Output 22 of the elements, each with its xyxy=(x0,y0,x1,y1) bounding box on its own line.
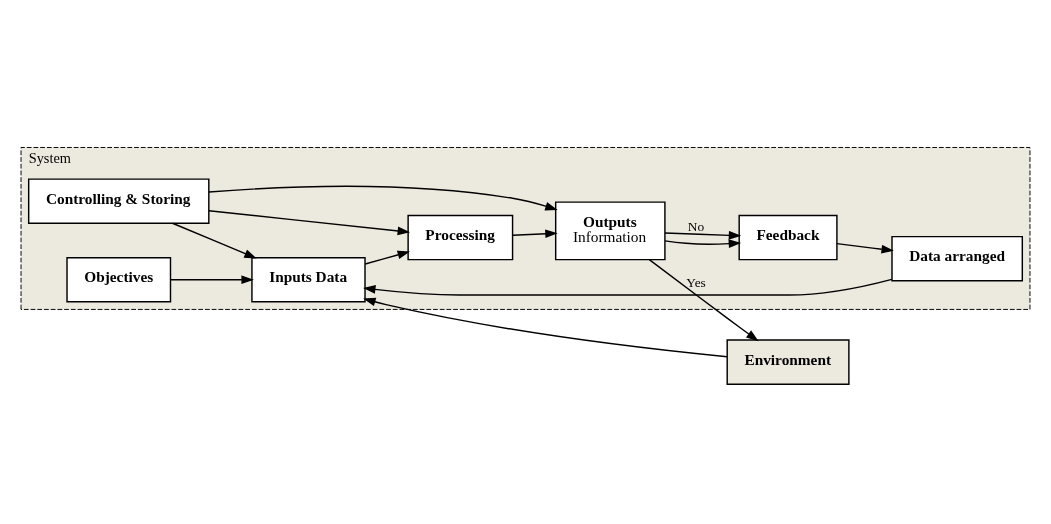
edge-label: Yes xyxy=(686,274,706,290)
node-box: Feedback xyxy=(738,214,838,261)
arrow xyxy=(511,229,558,239)
node-box: Data arranged xyxy=(891,235,1024,282)
arrow xyxy=(208,185,558,211)
arrow xyxy=(169,275,254,285)
arrow xyxy=(363,278,893,296)
edge-label: No xyxy=(687,219,705,235)
arrow xyxy=(664,230,742,240)
node-box: Environment xyxy=(726,339,850,385)
node-box: Processing xyxy=(407,214,514,261)
arrow xyxy=(664,239,742,249)
node-box: Outputs Information xyxy=(554,201,666,261)
arrow xyxy=(836,242,894,254)
node-box: Inputs Data xyxy=(251,256,366,303)
arrow xyxy=(364,250,411,265)
node-box: Objectives xyxy=(66,256,172,303)
node-box: Controlling & Storing xyxy=(27,178,210,224)
arrow xyxy=(648,258,759,342)
arrow xyxy=(363,297,728,358)
arrow xyxy=(208,210,411,236)
arrow xyxy=(171,222,257,259)
